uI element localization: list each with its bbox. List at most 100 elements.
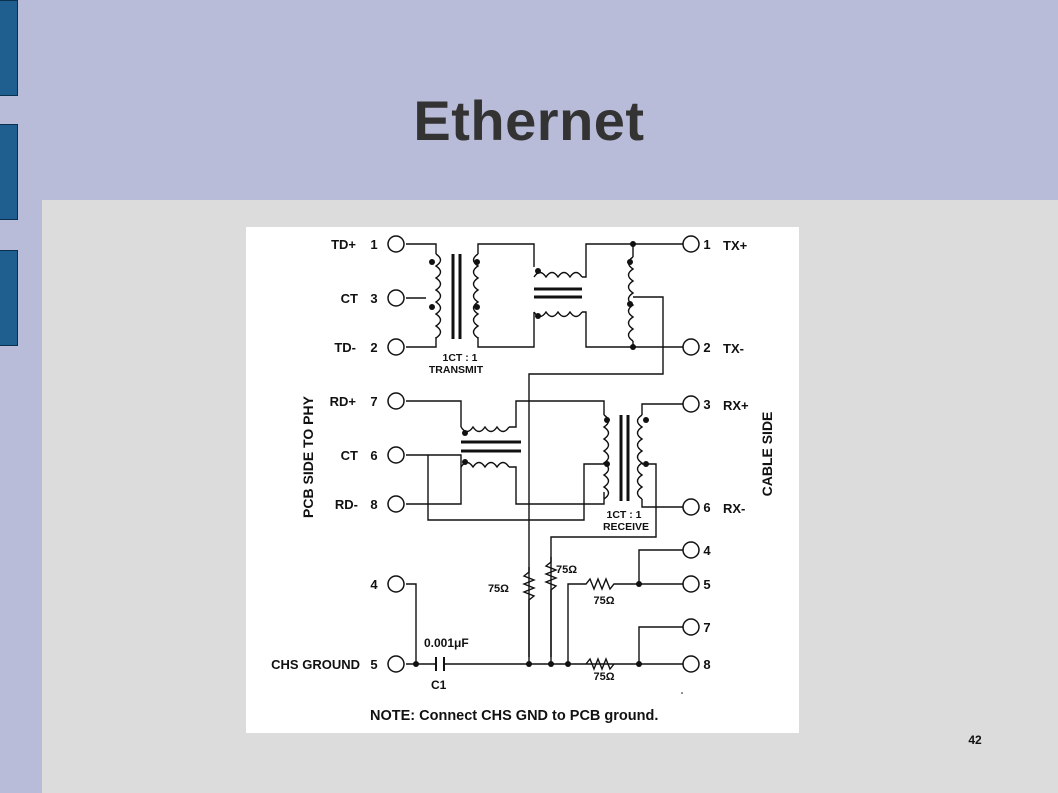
receive-ratio-label: 1CT : 1	[606, 509, 641, 521]
resistor-3	[567, 577, 683, 664]
resistor-4	[585, 657, 615, 671]
rx-center-tap-wire	[427, 455, 604, 521]
connector-terminal	[682, 498, 700, 516]
junction-dot	[548, 661, 554, 667]
capacitor-name: C1	[431, 678, 447, 692]
transmit-choke-bottom	[533, 310, 583, 318]
right-pin-number: 2	[703, 340, 710, 355]
ethernet-magnetics-diagram: TD+ 1 CT 3 TD- 2 RD+ 7 CT 6 RD- 8 4 CHS …	[246, 227, 799, 733]
right-pin-number: 3	[703, 397, 710, 412]
transmit-label: TRANSMIT	[429, 364, 484, 376]
right-pin-name: RX-	[723, 501, 745, 516]
wire	[509, 466, 605, 505]
left-pin-number: 2	[370, 340, 377, 355]
connector-terminal	[387, 655, 405, 673]
polarity-dot	[627, 301, 633, 307]
junction-dot	[526, 661, 532, 667]
schematic-svg: TD+ 1 CT 3 TD- 2 RD+ 7 CT 6 RD- 8 4 CHS …	[271, 235, 775, 724]
connector-terminal	[682, 575, 700, 593]
slide-title: Ethernet	[413, 89, 645, 152]
connector-terminal	[387, 446, 405, 464]
right-pin-number: 4	[703, 543, 711, 558]
left-pin-name: TD+	[331, 237, 356, 252]
wire	[641, 499, 683, 508]
connector-terminal	[682, 618, 700, 636]
transmit-ratio-label: 1CT : 1	[442, 352, 477, 364]
polarity-dot	[643, 461, 649, 467]
page-number: 42	[968, 733, 982, 747]
connector-terminal	[387, 235, 405, 253]
connector-terminal	[682, 541, 700, 559]
polarity-dot	[429, 259, 435, 265]
resistor-4-value: 75Ω	[593, 671, 614, 683]
receive-choke-bottom	[460, 461, 510, 469]
left-pin-name: CT	[341, 291, 358, 306]
junction-dot	[636, 661, 642, 667]
wire	[509, 400, 605, 428]
resistor-1	[522, 567, 536, 664]
wire	[477, 243, 535, 267]
sidebar-tab-2	[0, 124, 18, 220]
junction-dot	[636, 581, 642, 587]
wire	[406, 454, 462, 472]
connector-terminal	[387, 495, 405, 513]
junction-dot	[630, 344, 636, 350]
cable-side-label: CABLE SIDE	[759, 412, 775, 497]
left-pin-number: 8	[370, 497, 377, 512]
right-pin-number: 8	[703, 657, 710, 672]
rx-cable-tap-wire	[550, 463, 657, 657]
left-pin-name: CT	[341, 448, 358, 463]
resistor-1-value: 75Ω	[488, 583, 509, 595]
left-pin-name: TD-	[334, 340, 356, 355]
polarity-dot	[535, 313, 541, 319]
right-pin-name: TX+	[723, 238, 748, 253]
wire	[406, 472, 462, 505]
left-pin-name: RD+	[330, 394, 357, 409]
tx-center-tap-wire	[528, 296, 664, 657]
wire	[477, 312, 535, 348]
connector-terminal	[682, 395, 700, 413]
polarity-dot	[627, 259, 633, 265]
receive-label: RECEIVE	[603, 521, 649, 533]
right-pin-name: RX+	[723, 398, 749, 413]
resistor-2-value: 75Ω	[556, 564, 577, 576]
pcb-side-label: PCB SIDE TO PHY	[300, 395, 316, 518]
polarity-dot	[474, 259, 480, 265]
connector-terminal	[387, 575, 405, 593]
connector-terminal	[387, 338, 405, 356]
receive-choke-top	[460, 425, 510, 433]
transmit-cable-coil	[627, 256, 635, 342]
receive-secondary-coil	[636, 414, 644, 500]
polarity-dot	[429, 304, 435, 310]
wire	[638, 626, 683, 664]
right-pin-number: 7	[703, 620, 710, 635]
slide-header	[0, 0, 1058, 200]
right-pin-number: 1	[703, 237, 710, 252]
diagram-note: NOTE: Connect CHS GND to PCB ground.	[370, 708, 658, 724]
wire	[406, 400, 462, 427]
stray-dot	[681, 692, 683, 694]
wire	[641, 403, 683, 415]
connector-terminal	[682, 338, 700, 356]
polarity-dot	[474, 304, 480, 310]
right-pin-number: 6	[703, 500, 710, 515]
polarity-dot	[462, 430, 468, 436]
left-pin-number: 5	[370, 657, 377, 672]
sidebar-tab-1	[0, 0, 18, 96]
wire	[406, 337, 437, 348]
transmit-choke-top	[533, 271, 583, 279]
transmit-secondary-coil	[472, 253, 480, 339]
resistor-2	[544, 557, 558, 664]
polarity-dot	[643, 417, 649, 423]
wire	[638, 549, 683, 584]
wire	[406, 243, 437, 254]
left-pin-name: CHS GROUND	[271, 657, 360, 672]
polarity-dot	[462, 459, 468, 465]
polarity-dot	[535, 268, 541, 274]
sidebar-tab-3	[0, 250, 18, 346]
left-pin-number: 1	[370, 237, 377, 252]
right-pin-name: TX-	[723, 341, 744, 356]
junction-dot	[630, 241, 636, 247]
polarity-dot	[604, 461, 610, 467]
left-pin-number: 7	[370, 394, 377, 409]
